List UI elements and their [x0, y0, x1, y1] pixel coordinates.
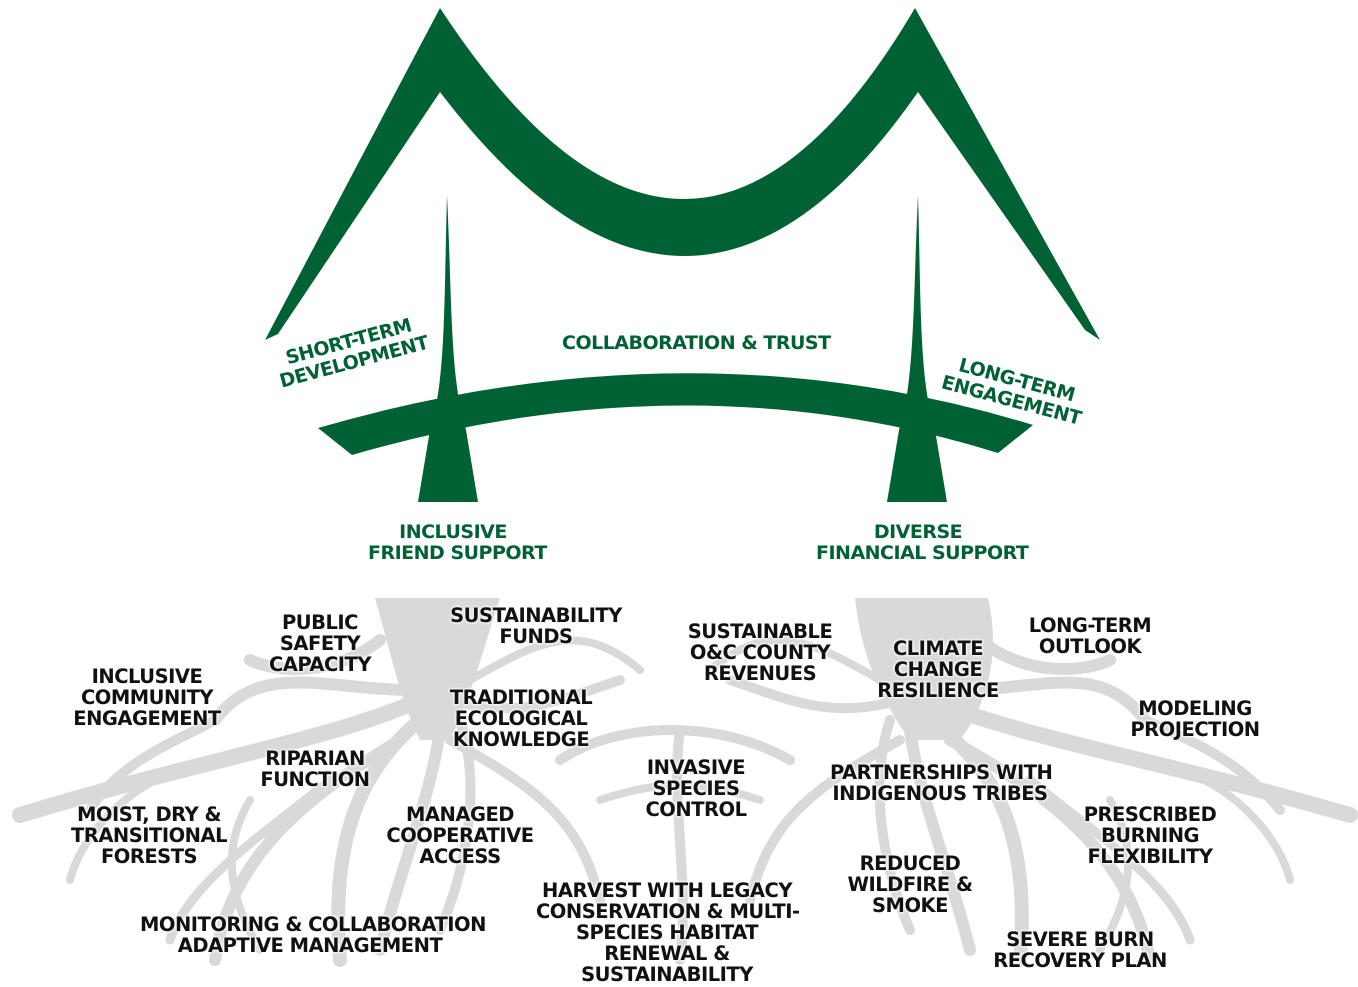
root-label-monitoring-adaptive: MONITORING & COLLABORATION ADAPTIVE MANA… — [140, 913, 486, 958]
root-line: TRADITIONAL — [449, 686, 593, 709]
deck-label: COLLABORATION & TRUST — [562, 333, 831, 354]
root-label-moist-dry-forests: MOIST, DRY & TRANSITIONAL FORESTS — [70, 804, 228, 867]
right-tower — [887, 195, 947, 502]
right-tower-line-2: FINANCIAL SUPPORT — [816, 541, 1029, 564]
root-line: INDIGENOUS TRIBES — [832, 782, 1048, 806]
root-line: O&C COUNTY — [689, 641, 831, 665]
root-line: MONITORING & COLLABORATION — [140, 913, 486, 936]
root-line: WILDFIRE & — [847, 873, 973, 897]
root-line: RECOVERY PLAN — [993, 949, 1167, 973]
root-line: CHANGE — [893, 658, 983, 682]
root-line: TRANSITIONAL — [71, 824, 228, 848]
root-line: CONTROL — [645, 798, 747, 822]
root-line: COOPERATIVE — [386, 824, 534, 848]
root-label-severe-burn: SEVERE BURN RECOVERY PLAN — [990, 929, 1170, 971]
root-line: RENEWAL & — [604, 942, 730, 966]
root-label-traditional-ecological: TRADITIONAL ECOLOGICAL KNOWLEDGE — [446, 687, 596, 750]
root-line: FUNDS — [499, 625, 573, 649]
root-line: RIPARIAN — [265, 747, 365, 770]
root-line: REVENUES — [703, 662, 817, 686]
root-label-inclusive-community: INCLUSIVE COMMUNITY ENGAGEMENT — [72, 666, 222, 729]
root-line: SEVERE BURN — [1006, 928, 1154, 951]
left-tower-line-2: FRIEND SUPPORT — [368, 541, 547, 564]
root-line: SUSTAINABLE — [687, 620, 833, 643]
right-tower-line-1: DIVERSE — [873, 521, 963, 543]
root-label-sustainable-oc-county: SUSTAINABLE O&C COUNTY REVENUES — [680, 621, 840, 684]
root-line: RESILIENCE — [877, 679, 999, 703]
root-line: ADAPTIVE MANAGEMENT — [177, 934, 443, 958]
root-label-partnerships-tribes: PARTNERSHIPS WITH INDIGENOUS TRIBES — [830, 761, 1053, 806]
root-line: BURNING — [1100, 824, 1200, 848]
root-line: REDUCED — [859, 852, 961, 875]
root-line: LONG-TERM — [1028, 614, 1152, 637]
root-label-modeling-projection: MODELING PROJECTION — [1120, 698, 1270, 740]
root-line: SAFETY — [279, 632, 361, 656]
root-label-long-term-outlook: LONG-TERM OUTLOOK — [1020, 615, 1160, 657]
root-line: CAPACITY — [269, 653, 371, 677]
root-label-invasive-species: INVASIVE SPECIES CONTROL — [636, 757, 756, 820]
bridge-deck — [318, 373, 1033, 455]
root-line: PROJECTION — [1130, 718, 1260, 742]
root-label-public-safety: PUBLIC SAFETY CAPACITY — [260, 612, 380, 675]
root-label-harvest-legacy: HARVEST WITH LEGACY CONSERVATION & MULTI… — [536, 879, 800, 987]
root-label-sustainability-funds: SUSTAINABILITY FUNDS — [446, 605, 626, 647]
root-line: MODELING — [1138, 697, 1252, 720]
root-line: INVASIVE — [646, 756, 746, 779]
root-line: PUBLIC — [282, 611, 358, 634]
root-line: ECOLOGICAL — [454, 707, 588, 731]
left-tower-label: INCLUSIVE FRIEND SUPPORT — [368, 521, 547, 564]
root-label-climate-change: CLIMATE CHANGE RESILIENCE — [868, 638, 1008, 701]
root-line: SPECIES — [652, 777, 740, 801]
right-tower-label: DIVERSE FINANCIAL SUPPORT — [816, 521, 1029, 564]
root-label-reduced-wildfire: REDUCED WILDFIRE & SMOKE — [845, 853, 975, 916]
root-line: FORESTS — [100, 845, 198, 869]
root-line: PARTNERSHIPS WITH — [830, 761, 1053, 784]
suspension-cable — [265, 8, 1100, 340]
root-line: KNOWLEDGE — [452, 728, 590, 752]
roots-graphic — [12, 598, 1358, 967]
root-line: CLIMATE — [892, 637, 984, 660]
root-line: SUSTAINABILITY — [450, 604, 622, 627]
root-line: ACCESS — [419, 845, 501, 869]
root-line: SMOKE — [872, 894, 948, 918]
root-label-prescribed-burning: PRESCRIBED BURNING FLEXIBILITY — [1080, 804, 1220, 867]
root-label-riparian-function: RIPARIAN FUNCTION — [250, 748, 380, 790]
root-line: HARVEST WITH LEGACY — [542, 879, 792, 902]
root-line: OUTLOOK — [1038, 635, 1142, 659]
root-line: SUSTAINABILITY — [581, 963, 753, 987]
root-line: MANAGED — [406, 803, 514, 826]
root-line: MOIST, DRY & — [76, 803, 222, 826]
root-line: FLEXIBILITY — [1087, 845, 1213, 869]
root-line: COMMUNITY — [80, 686, 214, 710]
root-line: PRESCRIBED — [1083, 803, 1217, 826]
root-line: SPECIES HABITAT — [575, 921, 759, 945]
root-label-managed-access: MANAGED COOPERATIVE ACCESS — [382, 804, 538, 867]
root-line: ENGAGEMENT — [73, 707, 221, 731]
root-line: INCLUSIVE — [91, 665, 203, 688]
left-tower-line-1: INCLUSIVE — [399, 521, 507, 543]
bridge-graphic — [265, 8, 1100, 502]
root-line: CONSERVATION & MULTI- — [536, 900, 800, 924]
root-line: FUNCTION — [260, 768, 370, 792]
deck-label-text: COLLABORATION & TRUST — [562, 332, 831, 354]
